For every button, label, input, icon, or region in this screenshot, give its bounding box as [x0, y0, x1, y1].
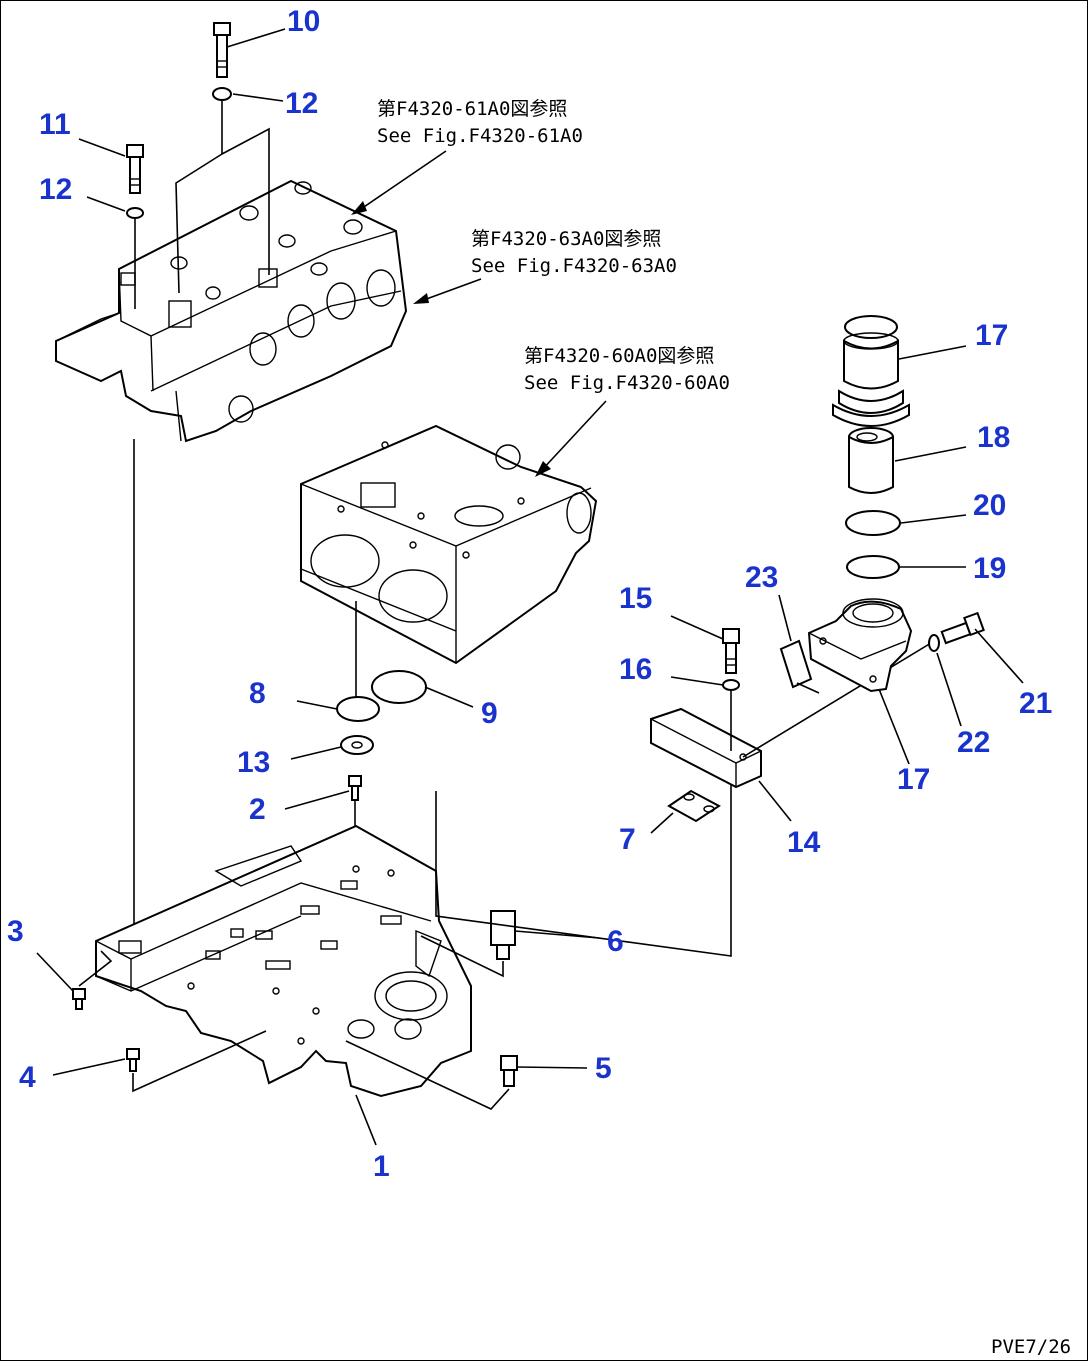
plug-3 [72, 950, 113, 1010]
bracket-to-housing-line [742, 642, 932, 758]
seal-20 [845, 510, 901, 536]
sensor-5 [345, 1040, 518, 1110]
callout-13: 13 [237, 746, 270, 779]
callout-19: 19 [973, 552, 1006, 585]
element-18 [848, 427, 894, 494]
o-ring-9 [371, 670, 427, 704]
ref-61a0-en: See Fig.F4320-61A0 [377, 125, 583, 147]
bolt-10 [213, 22, 231, 78]
lower-valve-body [95, 824, 472, 1098]
washer-22 [928, 634, 940, 652]
washer-12-left [126, 207, 144, 219]
washer-16 [722, 679, 740, 691]
callout-23: 23 [745, 561, 778, 594]
housing-17 [807, 598, 913, 693]
callout-14: 14 [787, 826, 821, 859]
upper-chain-lines [133, 101, 270, 959]
callout-17-bottom: 17 [897, 763, 930, 796]
callout-5: 5 [595, 1052, 612, 1085]
callout-18: 18 [977, 421, 1010, 454]
ref-60a0-jp: 第F4320-60A0図参照 [524, 345, 714, 367]
callout-17-top: 17 [975, 319, 1008, 352]
callout-7: 7 [619, 823, 636, 856]
bracket-14 [650, 707, 762, 789]
callout-21: 21 [1019, 687, 1052, 720]
callout-16: 16 [619, 653, 652, 686]
bracket-chain-line [435, 751, 732, 957]
bolt-11 [126, 144, 144, 194]
reference-arrows [351, 150, 607, 477]
callout-15: 15 [619, 582, 652, 615]
leader-lines [36, 28, 1024, 1146]
ref-63a0-en: See Fig.F4320-63A0 [471, 255, 677, 277]
washer-12-top [212, 87, 232, 101]
bolt-21 [940, 611, 985, 645]
callout-9: 9 [481, 697, 498, 730]
callout-22: 22 [957, 726, 990, 759]
ref-61a0-jp: 第F4320-61A0図参照 [377, 98, 567, 120]
washer-13 [340, 735, 374, 755]
gasket-23 [779, 639, 820, 694]
callout-3: 3 [7, 915, 24, 948]
plug-4 [126, 1030, 267, 1093]
callout-12-left: 12 [39, 173, 72, 206]
callout-4: 4 [19, 1061, 36, 1094]
o-ring-19 [846, 555, 900, 579]
callout-1: 1 [373, 1150, 390, 1183]
middle-valve-body [300, 424, 598, 665]
filter-cap-17 [832, 315, 910, 427]
ref-60a0-en: See Fig.F4320-60A0 [524, 372, 730, 394]
ref-63a0-jp: 第F4320-63A0図参照 [471, 228, 661, 250]
callout-8: 8 [249, 677, 266, 710]
drawing-code: PVE7/26 [991, 1336, 1071, 1358]
callout-2: 2 [249, 793, 266, 826]
callout-11: 11 [39, 108, 71, 141]
o-ring-8 [336, 696, 380, 722]
plate-7 [667, 789, 721, 823]
callout-12-top: 12 [285, 87, 318, 120]
bolt-15 [722, 628, 740, 674]
solenoid-6 [420, 910, 516, 978]
upper-valve-body [55, 179, 408, 443]
callout-6: 6 [607, 925, 624, 958]
callout-10: 10 [287, 5, 320, 38]
callout-20: 20 [973, 489, 1006, 522]
